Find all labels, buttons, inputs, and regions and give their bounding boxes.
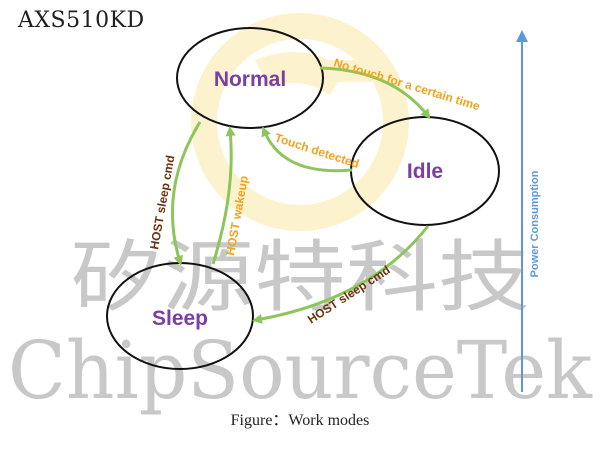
part-number: AXS510KD <box>18 8 145 33</box>
arrow-sleep-to-normal <box>211 126 236 265</box>
state-normal <box>176 27 324 129</box>
state-normal-label: Normal <box>214 68 286 91</box>
state-idle-label: Idle <box>407 160 443 183</box>
arrow-normal-to-idle <box>319 66 431 120</box>
arrow-idle-to-sleep <box>252 225 430 324</box>
arrow-idle-to-normal <box>261 126 353 173</box>
watermark-chinese: 矽源特科技 <box>70 233 530 323</box>
figure-caption: Figure：Work modes <box>230 412 370 429</box>
state-sleep-label: Sleep <box>152 307 208 330</box>
power-axis-label: Power Consumption <box>529 170 541 277</box>
arrow-normal-to-sleep <box>171 121 202 266</box>
logo-watermark <box>191 13 409 231</box>
label-idle-to-normal: Touch detected <box>273 131 361 171</box>
watermark-english: ChipSourceTek <box>8 324 593 417</box>
